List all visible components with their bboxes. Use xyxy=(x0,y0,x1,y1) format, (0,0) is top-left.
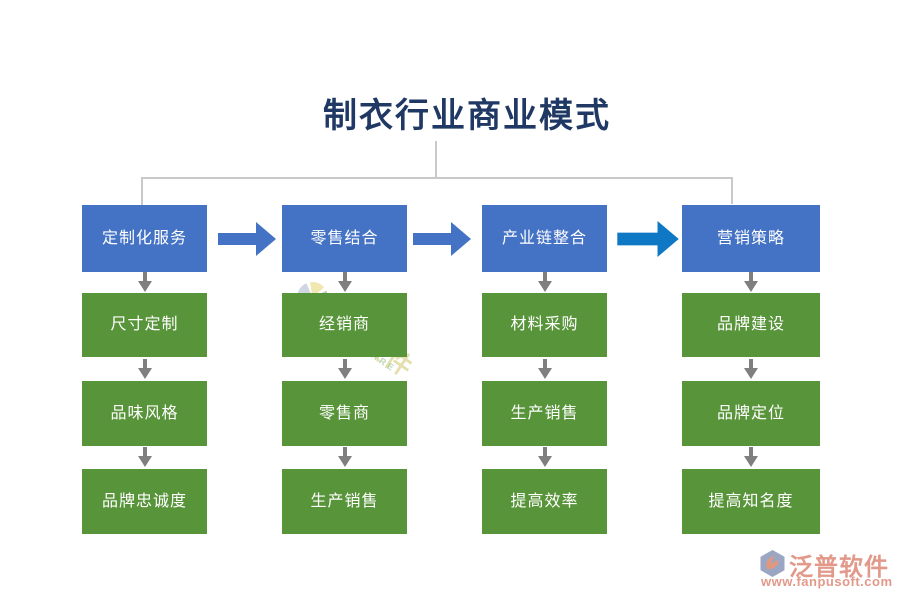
node-item: 生产销售 xyxy=(282,469,407,534)
right-arrow-icon xyxy=(218,222,276,256)
down-arrow-icon xyxy=(138,272,152,292)
down-arrow-icon xyxy=(538,359,552,379)
connector-drop-left xyxy=(141,177,143,205)
fanpu-logo-icon xyxy=(760,550,785,577)
node-item: 尺寸定制 xyxy=(82,293,207,357)
right-arrow-icon xyxy=(413,222,471,256)
node-item: 提高知名度 xyxy=(682,469,820,534)
node-header-custom-service: 定制化服务 xyxy=(82,205,207,272)
node-header-retail: 零售结合 xyxy=(282,205,407,272)
node-item: 零售商 xyxy=(282,381,407,446)
down-arrow-icon xyxy=(744,359,758,379)
node-item: 品牌建设 xyxy=(682,293,820,357)
diagram-title: 制衣行业商业模式 xyxy=(323,96,611,136)
node-item: 生产销售 xyxy=(482,381,607,446)
node-item: 品牌定位 xyxy=(682,381,820,446)
node-header-marketing: 营销策略 xyxy=(682,205,820,272)
node-item: 提高效率 xyxy=(482,469,607,534)
node-item: 材料采购 xyxy=(482,293,607,357)
down-arrow-icon xyxy=(338,359,352,379)
node-header-industry-chain: 产业链整合 xyxy=(482,205,607,272)
down-arrow-icon xyxy=(538,447,552,467)
down-arrow-icon xyxy=(138,359,152,379)
down-arrow-icon xyxy=(338,447,352,467)
node-item: 经销商 xyxy=(282,293,407,357)
right-arrow-icon xyxy=(617,221,679,257)
node-item: 品味风格 xyxy=(82,381,207,446)
connector-horizontal xyxy=(141,177,733,179)
down-arrow-icon xyxy=(338,272,352,292)
down-arrow-icon xyxy=(538,272,552,292)
down-arrow-icon xyxy=(744,447,758,467)
connector-stem xyxy=(435,141,437,177)
node-item: 品牌忠诚度 xyxy=(82,469,207,534)
down-arrow-icon xyxy=(744,272,758,292)
footer-logo-url: www.fanpusoft.com xyxy=(761,574,893,589)
connector-drop-right xyxy=(731,177,733,204)
footer-logo-text: 泛普软件 xyxy=(789,552,889,581)
down-arrow-icon xyxy=(138,447,152,467)
